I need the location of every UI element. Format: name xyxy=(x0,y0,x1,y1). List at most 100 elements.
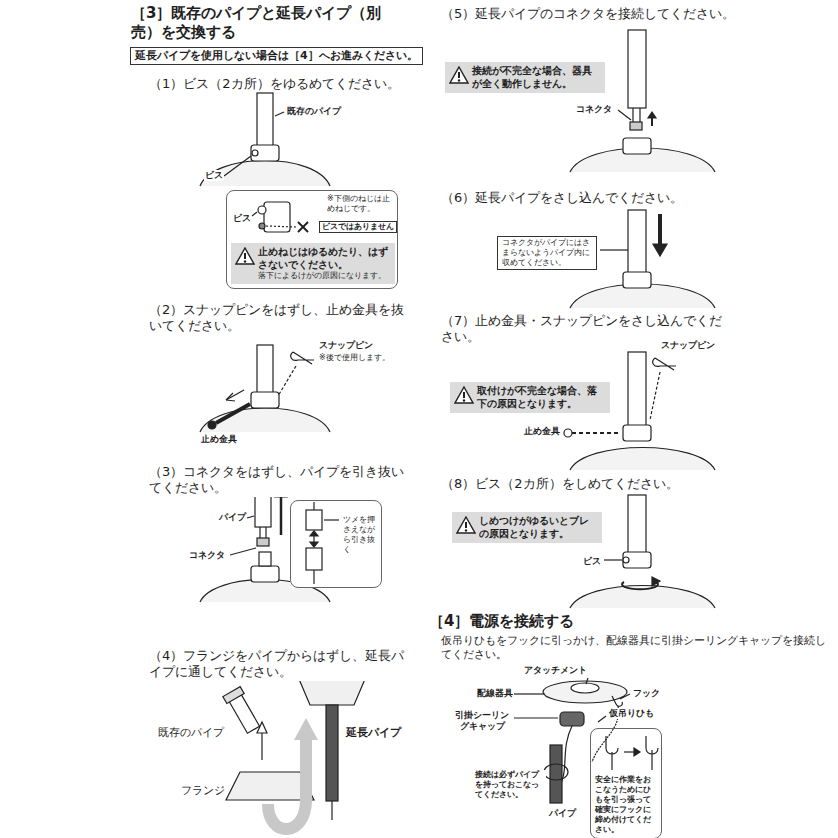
pull-pipe-figure xyxy=(200,485,382,602)
screw-detail-part xyxy=(264,202,290,232)
pull-pipe-figure-part xyxy=(290,500,382,588)
flange-figure-part xyxy=(326,705,338,801)
warning-box-text: 落下によるけがの原因になります。 xyxy=(258,271,390,281)
screw-detail-part xyxy=(298,222,308,232)
screw-detail-part xyxy=(258,206,266,214)
detail-inset: 安全に作業をおこなうためにひもを引っ張って確実にフックに締め付けてください。 xyxy=(590,728,662,838)
pull-pipe-figure-part xyxy=(306,510,322,530)
warning-mark xyxy=(244,253,246,259)
part-name: 仮吊りひも xyxy=(608,708,655,719)
insert-figure-part xyxy=(623,272,651,288)
instruction-step: （6）延長パイプをさし込んでください。 xyxy=(440,190,832,206)
remove-pin-figure-part xyxy=(226,390,244,400)
flange-figure-part xyxy=(261,730,262,760)
insert-figure-part xyxy=(600,249,628,250)
detail-inset: ビス※下側のねじは止めねじです。ビスではありません止めねじはゆるめたり、はずさな… xyxy=(226,190,398,289)
pin-figure-part xyxy=(653,358,676,370)
warning-icon xyxy=(454,386,474,404)
warning-mark xyxy=(458,79,460,81)
power-figure-part xyxy=(634,748,640,756)
power-figure-part xyxy=(586,678,588,684)
power-figure-part xyxy=(571,683,599,693)
part-name: アタッチメント xyxy=(523,665,588,676)
flange-figure-part xyxy=(223,687,262,735)
power-figure-part xyxy=(598,716,606,722)
pull-pipe-figure-part xyxy=(313,502,314,510)
instruction-step: （4）フランジをパイプからはずし、延長パイプに通してください。 xyxy=(148,648,415,681)
pull-pipe-figure-part xyxy=(324,519,339,520)
power-figure-part xyxy=(606,736,618,754)
connect-figure xyxy=(570,30,715,172)
warning-mark xyxy=(463,399,465,401)
part-name: パイプ xyxy=(218,512,247,523)
section-heading: ［3］既存のパイプと延長パイプ（別売）を交換する xyxy=(130,4,407,42)
warning-mark xyxy=(465,522,467,528)
power-figure-part xyxy=(514,717,558,718)
note-tag: ビスではありません xyxy=(319,221,397,233)
part-name: フック xyxy=(632,688,661,699)
instruction-step: （3）コネクタをはずし、パイプを引き抜いてください。 xyxy=(148,464,415,497)
warning-triangle xyxy=(236,248,254,264)
pin-figure-part xyxy=(628,352,646,432)
pull-pipe-figure-part xyxy=(230,548,256,555)
warning-mark xyxy=(465,529,467,531)
part-name: スナップピン xyxy=(660,340,716,351)
screw-detail xyxy=(252,202,308,232)
warning-box-text: 接続が不完全な場合、器具が全く動作しません。 xyxy=(472,65,600,90)
pin-figure-part xyxy=(623,425,651,441)
note: ※後で使用します。 xyxy=(318,353,391,363)
part-name: スナップピン xyxy=(318,340,374,351)
detail-inset: ツメを押さえながら引き抜く xyxy=(290,500,382,588)
pull-pipe-figure-part xyxy=(310,531,318,536)
remove-pin-figure xyxy=(200,345,330,432)
pull-pipe-figure-part xyxy=(257,538,269,546)
pin-figure-part xyxy=(572,432,620,434)
warning-box-text: しめつけがゆるいとブレの原因となります。 xyxy=(479,515,597,540)
instruction-step: （2）スナップピンをはずし、止め金具を抜いてください。 xyxy=(148,302,415,335)
power-figure-part xyxy=(612,696,622,706)
tighten-figure-part xyxy=(623,552,651,568)
note-tag-text: ビスではありません xyxy=(322,222,394,232)
connect-figure-part xyxy=(623,138,651,154)
flange-figure-part xyxy=(294,718,318,740)
insert-figure-part xyxy=(653,244,667,256)
instruction-step: （5）延長パイプのコネクタを接続してください。 xyxy=(440,6,832,22)
part-name: 既存のパイプ xyxy=(286,106,342,117)
warning-triangle xyxy=(457,517,475,533)
warning-icon xyxy=(235,247,255,265)
note: 接続は必ずパイプを持っておこなってください。 xyxy=(474,770,546,800)
remove-pin-figure-part xyxy=(251,392,279,408)
part-name: 止め金具 xyxy=(200,434,238,445)
warning-triangle xyxy=(455,387,473,403)
screw-detail-part xyxy=(298,222,308,232)
power-figure-part xyxy=(620,694,630,699)
pull-pipe-figure-part xyxy=(306,548,322,570)
pull-pipe-figure-part xyxy=(280,494,283,535)
warning-box-text: 取付けが不完全な場合、落下の原因となります。 xyxy=(477,385,605,410)
part-name: 既存のパイプ xyxy=(157,726,225,740)
tighten-figure-part xyxy=(628,495,646,553)
screw-detail-part xyxy=(252,212,257,216)
part-name: ビス xyxy=(582,556,602,567)
pull-pipe-figure-part xyxy=(310,542,318,547)
part-name: 延長パイプ xyxy=(345,726,402,740)
power-figure-part xyxy=(514,693,545,694)
part-name: パイプ xyxy=(548,808,577,819)
remove-pin-figure-part xyxy=(226,393,235,401)
instruction-text: 仮吊りひもをフックに引っかけ、配線器具に引掛シーリングキャップを接続してください… xyxy=(440,634,832,662)
tighten-figure-part xyxy=(604,559,622,560)
flange-figure-part xyxy=(268,738,306,829)
warning-box: 接続が不完全な場合、器具が全く動作しません。 xyxy=(445,62,605,93)
pull-pipe-figure-part xyxy=(247,516,254,518)
pull-pipe-figure-part xyxy=(259,552,271,566)
remove-pin-figure-part xyxy=(257,345,273,393)
section-heading: ［4］電源を接続する xyxy=(428,612,575,631)
loosen-figure-part xyxy=(224,156,251,176)
loosen-figure-part xyxy=(257,93,273,147)
notice-box-text: 延長パイプを使用しない場合は［4］へお進みください。 xyxy=(135,49,418,63)
loosen-figure-part xyxy=(200,161,330,187)
instruction-step: （8）ビス（2カ所）をしめてください。 xyxy=(440,476,832,492)
callout-box-text: コネクタがパイプにはさまらないようパイプ内に収めてください。 xyxy=(502,238,592,268)
insert-figure-part xyxy=(658,214,662,246)
power-figure-part xyxy=(651,750,652,770)
